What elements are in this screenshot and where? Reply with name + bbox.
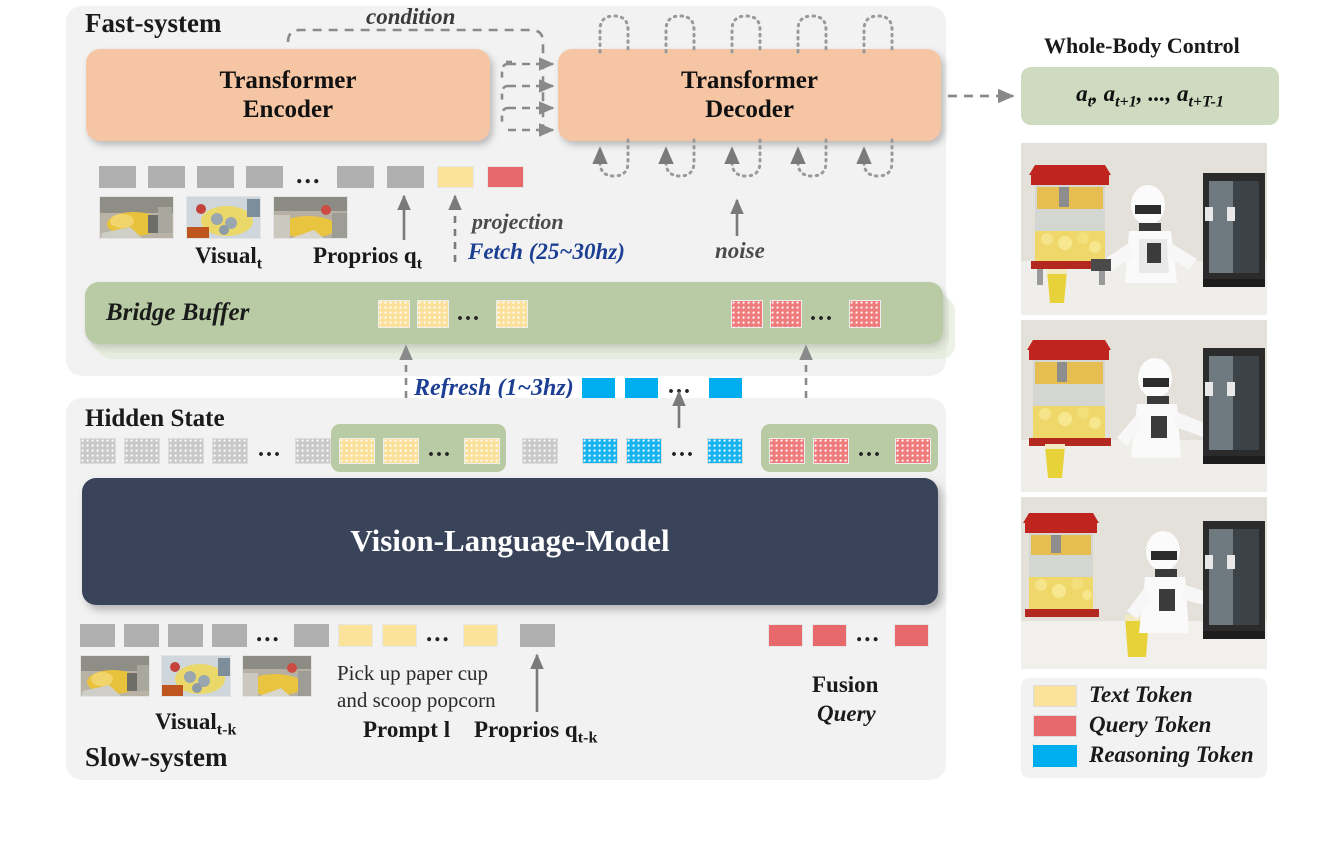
prompt-text-line1: Pick up paper cup — [337, 661, 489, 685]
visual-thumbnail-3 — [273, 196, 348, 239]
fetch-label: Fetch (25~30hz) — [468, 239, 625, 264]
slow-proprios-label: Proprios qt-k — [474, 717, 598, 747]
slow-visual-token — [80, 624, 115, 647]
fast-visual-token — [197, 166, 234, 188]
buffer-left-ellipsis: ... — [457, 300, 481, 326]
query-label: Query — [817, 701, 876, 726]
refresh-ellipsis: ... — [668, 373, 692, 399]
prompt-label: Prompt l — [363, 717, 451, 742]
reasoning-token — [582, 378, 615, 400]
slow-visual-thumbnail-3 — [242, 655, 312, 697]
fast-visual-token — [148, 166, 185, 188]
robot-frame-1 — [1021, 143, 1267, 315]
hidden-text-token — [339, 438, 375, 464]
hidden-reasoning-token — [707, 438, 743, 464]
projection-label: projection — [472, 209, 564, 234]
hidden-reasoning-token — [582, 438, 618, 464]
slow-text-token — [463, 624, 498, 647]
buffer-text-token — [496, 300, 528, 328]
slow-text-token — [382, 624, 417, 647]
bridge-buffer-label: Bridge Buffer — [106, 299, 250, 326]
legend-swatch-query-token — [1033, 715, 1077, 737]
slow-text-token — [338, 624, 373, 647]
slow-visual-token — [124, 624, 159, 647]
slow-proprios-token — [520, 624, 555, 647]
legend-label-query-token: Query Token — [1089, 712, 1212, 737]
slow-visual-token — [294, 624, 329, 647]
hidden-query-token — [769, 438, 805, 464]
encoder-label-line2: Encoder — [242, 96, 334, 123]
vlm-label: Vision-Language-Model — [350, 523, 670, 559]
hidden-visual-token — [124, 438, 160, 464]
slow-query-token — [768, 624, 803, 647]
buffer-right-ellipsis: ... — [810, 300, 834, 326]
visual-thumbnail-1 — [99, 196, 174, 239]
fast-proprios-label: Proprios qt — [313, 243, 423, 273]
slow-visual-label: Visualt-k — [155, 709, 237, 739]
fast-system-title: Fast-system — [85, 8, 222, 38]
buffer-text-token — [417, 300, 449, 328]
decoder-label-line1: Transformer — [681, 66, 818, 94]
fast-query-token — [487, 166, 524, 188]
transformer-decoder-box[interactable]: Transformer Decoder — [558, 49, 941, 141]
whole-body-control-title: Whole-Body Control — [1044, 33, 1240, 58]
reasoning-token — [625, 378, 658, 400]
buffer-query-token — [731, 300, 763, 328]
noise-label: noise — [715, 238, 765, 263]
buffer-query-token — [770, 300, 802, 328]
reasoning-token — [709, 378, 742, 400]
robot-frame-3 — [1021, 497, 1267, 669]
fast-visual-token — [337, 166, 374, 188]
hidden-query-token — [813, 438, 849, 464]
slow-visual-thumbnail-1 — [80, 655, 150, 697]
slow-visual-token — [212, 624, 247, 647]
hidden-query-token — [895, 438, 931, 464]
legend-swatch-text-token — [1033, 685, 1077, 707]
fast-token-ellipsis: ... — [296, 160, 322, 189]
fast-proprios-token — [387, 166, 424, 188]
action-sequence-box: at, at+1, ..., at+T-1 — [1021, 67, 1279, 125]
robot-frame-2 — [1021, 320, 1267, 492]
legend-label-text-token: Text Token — [1089, 682, 1193, 707]
fast-visual-label: Visualt — [195, 243, 263, 273]
condition-label: condition — [366, 4, 456, 29]
decoder-label-line2: Decoder — [705, 96, 794, 123]
slow-system-title: Slow-system — [85, 742, 228, 772]
hidden-visual-token — [295, 438, 331, 464]
hidden-visual-token — [168, 438, 204, 464]
prompt-text-line2: and scoop popcorn — [337, 688, 496, 712]
hidden-visual-token — [80, 438, 116, 464]
buffer-query-token — [849, 300, 881, 328]
transformer-encoder-box[interactable]: Transformer Encoder — [86, 49, 490, 141]
vision-language-model-box[interactable]: Vision-Language-Model — [82, 478, 938, 605]
hidden-text-token — [464, 438, 500, 464]
hidden-text-token — [383, 438, 419, 464]
slow-text-ellipsis: ... — [426, 620, 451, 647]
fusion-label: Fusion — [812, 672, 879, 697]
slow-query-ellipsis: ... — [856, 620, 881, 647]
slow-visual-thumbnail-2 — [161, 655, 231, 697]
hidden-text-ellipsis: ... — [428, 436, 452, 462]
encoder-label-line1: Transformer — [219, 66, 357, 94]
hidden-ellipsis-1: ... — [258, 436, 282, 462]
action-sequence-text: at, at+1, ..., at+T-1 — [1076, 80, 1224, 111]
hidden-reasoning-token — [626, 438, 662, 464]
hidden-proprios-token — [522, 438, 558, 464]
hidden-visual-token — [212, 438, 248, 464]
fast-visual-token — [246, 166, 283, 188]
refresh-label: Refresh (1~3hz) — [414, 375, 574, 401]
legend-label-reasoning-token: Reasoning Token — [1089, 742, 1254, 767]
slow-query-token — [812, 624, 847, 647]
visual-thumbnail-2 — [186, 196, 261, 239]
hidden-reasoning-ellipsis: ... — [671, 436, 695, 462]
slow-visual-token — [168, 624, 203, 647]
slow-ellipsis-1: ... — [256, 620, 281, 647]
fast-visual-token — [99, 166, 136, 188]
buffer-text-token — [378, 300, 410, 328]
hidden-state-label: Hidden State — [85, 405, 225, 432]
fast-text-token — [437, 166, 474, 188]
hidden-query-ellipsis: ... — [858, 436, 882, 462]
slow-query-token — [894, 624, 929, 647]
legend-swatch-reasoning-token — [1033, 745, 1077, 767]
